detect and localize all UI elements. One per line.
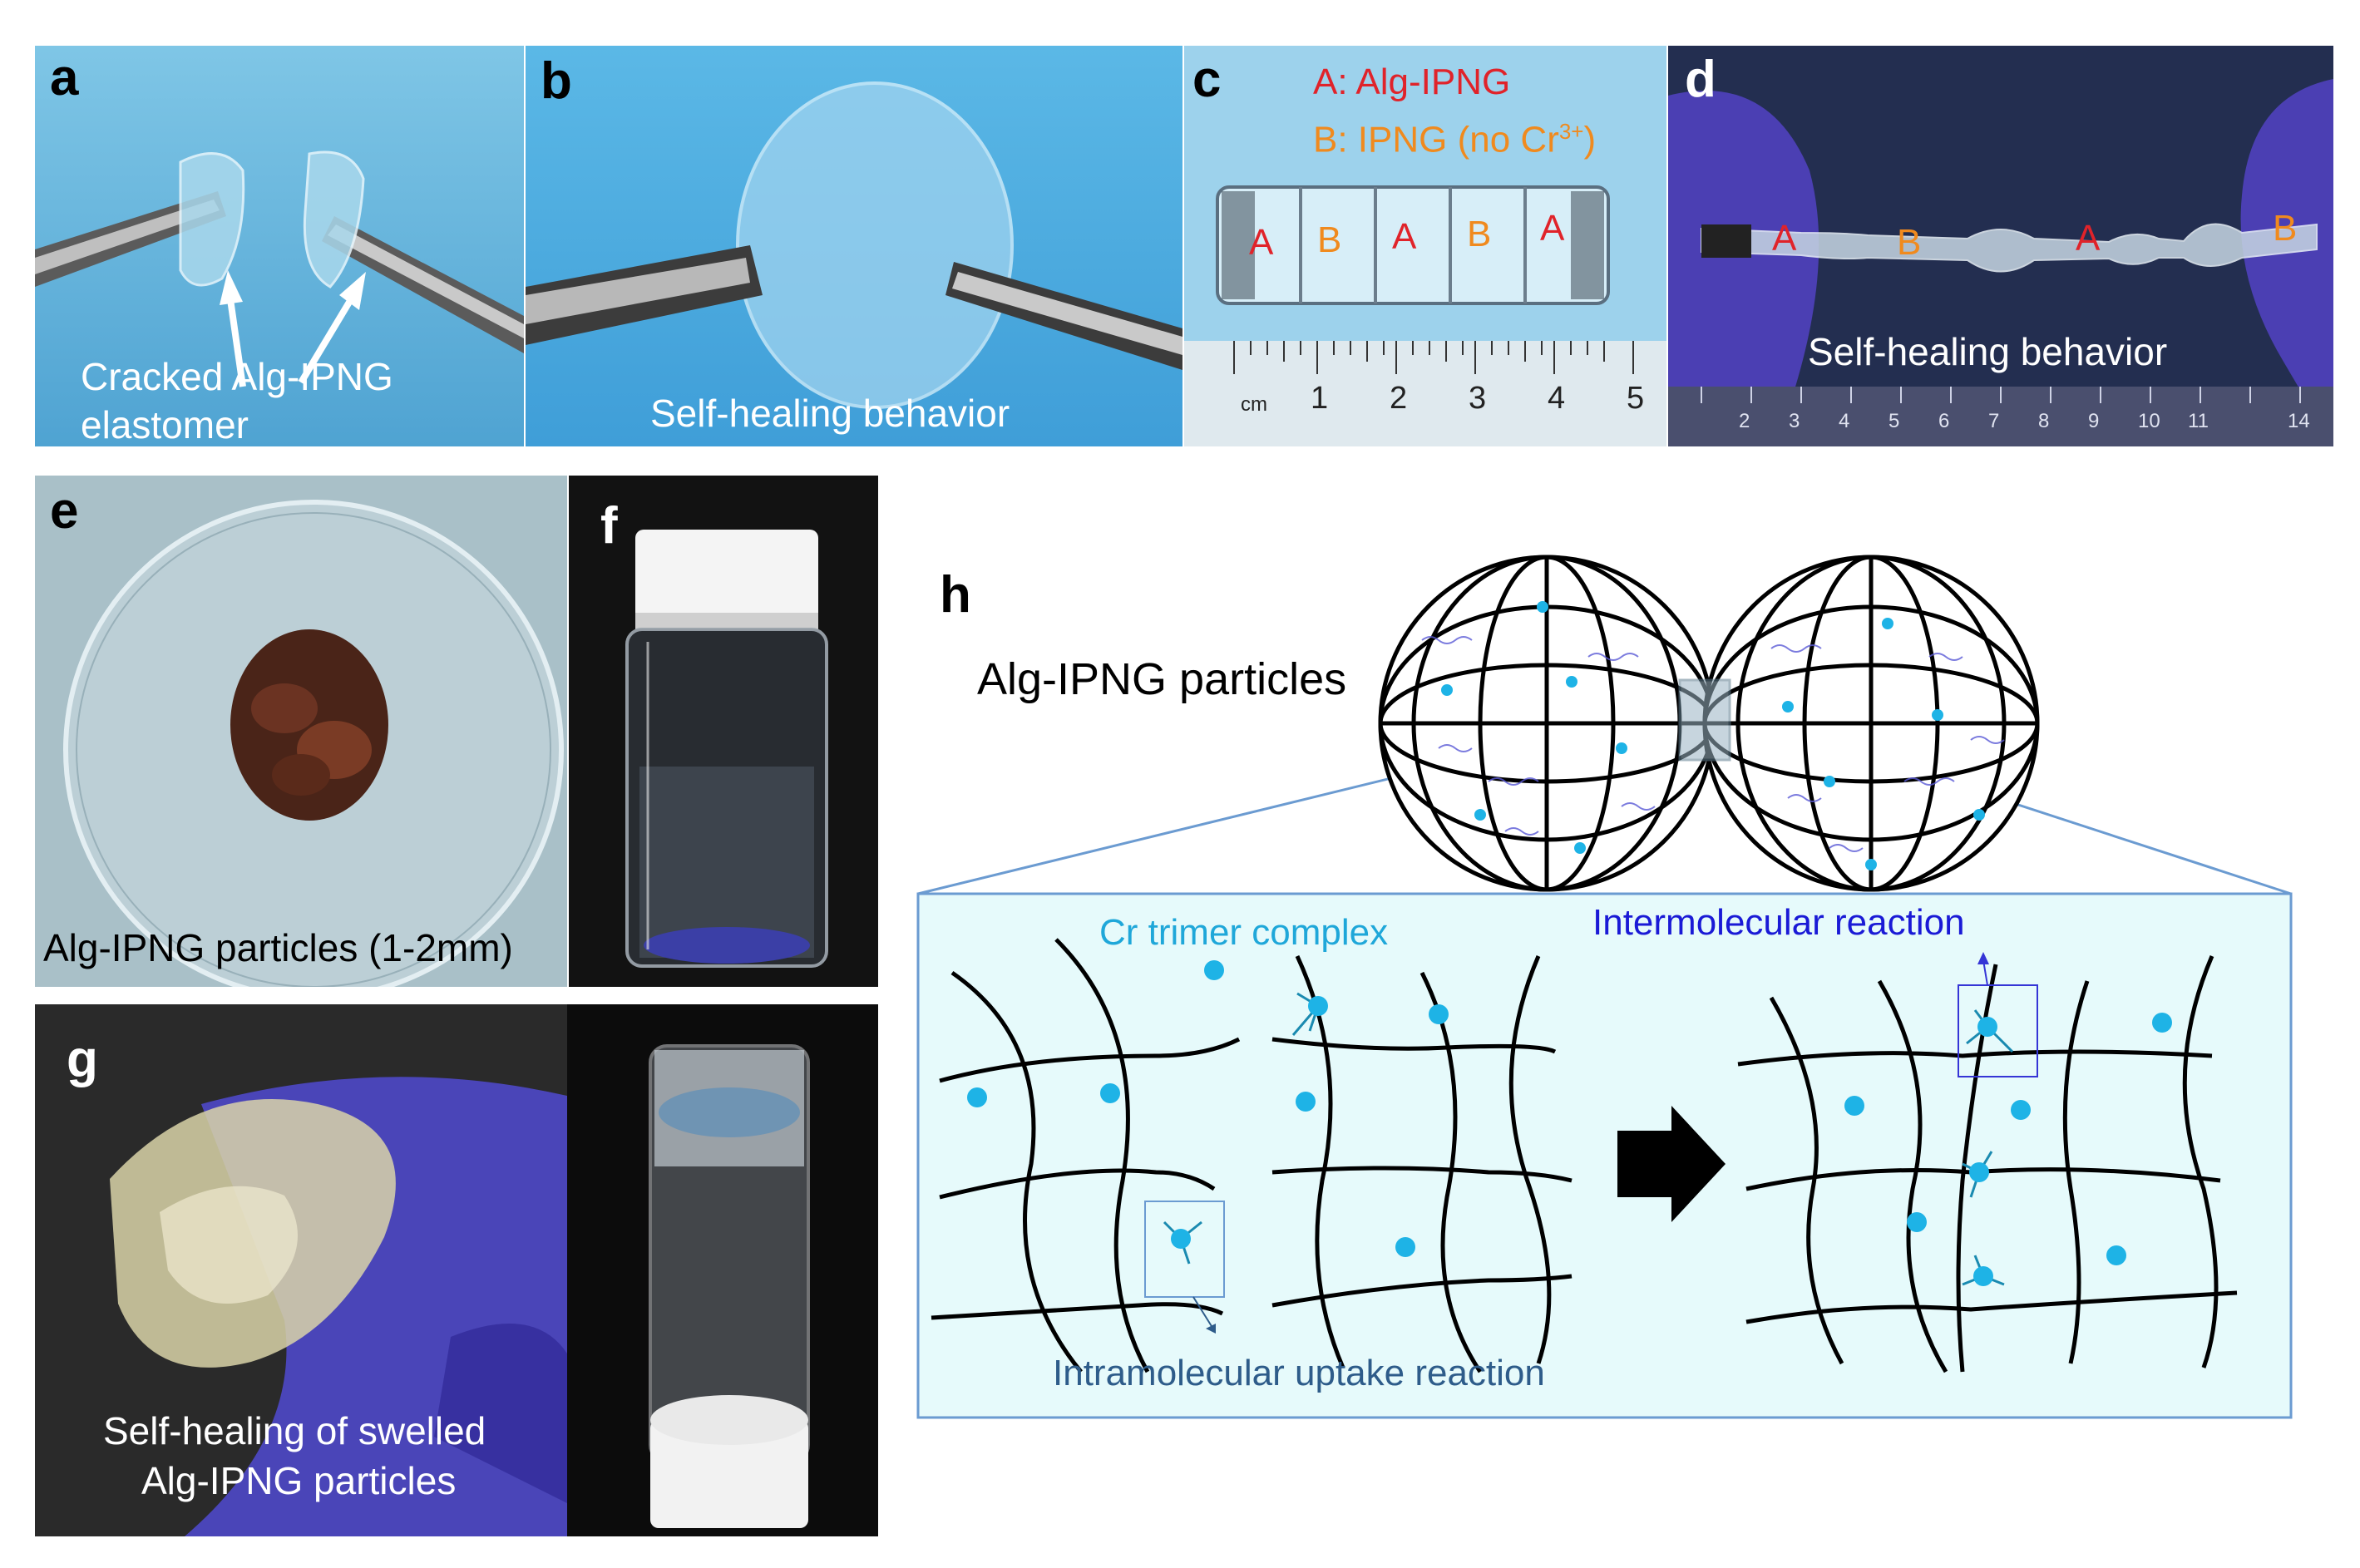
panel-d-ruler-tick: 10	[2138, 410, 2160, 432]
panel-a-photo	[35, 46, 524, 446]
network-left-b	[1271, 954, 1573, 1373]
panel-e: e Alg-IPNG particles (1-2mm)	[35, 476, 567, 987]
panel-d-ruler-tick: 14	[2288, 410, 2310, 432]
panel-d-ruler-tick: 2	[1739, 410, 1750, 432]
intramolecular-label: Intramolecular uptake reaction	[1053, 1353, 1545, 1393]
panel-c-legend-b-suffix: )	[1583, 119, 1597, 160]
panel-g-photo	[35, 1004, 878, 1536]
junction-highlight	[1678, 678, 1731, 762]
panel-a: a Cracked Alg-IPNG elastomer	[35, 46, 524, 446]
intra-pointer	[1192, 1296, 1215, 1331]
cr-ions-spheres	[1441, 601, 1985, 870]
panel-c-ruler-unit: cm	[1241, 393, 1267, 416]
panel-c-legend-b-sup: 3+	[1558, 119, 1584, 144]
panel-h-title: Alg-IPNG particles	[977, 654, 1347, 704]
panel-c-ruler-tick-4: 4	[1548, 381, 1566, 416]
panel-c-segment-b2: B	[1467, 214, 1492, 254]
panel-d-segment-a1: A	[1772, 218, 1797, 259]
panel-label-a: a	[50, 49, 79, 106]
cr-ions-right	[1844, 1013, 2172, 1286]
panel-label-c: c	[1192, 51, 1222, 108]
cr-trimer-label: Cr trimer complex	[1099, 912, 1389, 953]
panel-d-caption: Self-healing behavior	[1808, 330, 2168, 373]
transition-arrow	[1617, 1106, 1726, 1222]
panel-c-ruler-tick-2: 2	[1390, 381, 1408, 416]
panel-b: b Self-healing behavior	[526, 46, 1182, 446]
panel-label-f: f	[600, 497, 618, 555]
panel-b-caption: Self-healing behavior	[650, 392, 1010, 435]
inter-pointer-head	[1977, 952, 1989, 964]
panel-d-ruler-tick: 4	[1839, 410, 1850, 432]
intramolecular-box	[1144, 1201, 1225, 1298]
panel-c-segment-a1: A	[1249, 222, 1274, 263]
panel-d-segment-b1: B	[1897, 222, 1922, 263]
cr-ball-intra	[1171, 1229, 1191, 1249]
panel-d-ruler-tick: 7	[1988, 410, 2000, 432]
panel-d-ruler-tick: 8	[2038, 410, 2050, 432]
panel-c-photo	[1184, 46, 1666, 446]
panel-d-ruler-tick: 6	[1938, 410, 1950, 432]
panel-c-legend-a: A: Alg-IPNG	[1313, 62, 1511, 102]
panel-g: g Self-healing of swelled Alg-IPNG parti…	[35, 1004, 878, 1536]
panel-f: f	[569, 476, 878, 987]
panel-b-photo	[526, 46, 1182, 446]
panel-d-ruler-tick: 11	[2188, 410, 2209, 432]
panel-c-segment-b1: B	[1317, 219, 1342, 260]
panel-c-ruler-tick-3: 3	[1469, 381, 1487, 416]
panel-d-ruler-tick: 5	[1888, 410, 1900, 432]
intra-pointer-head	[1206, 1324, 1216, 1334]
particles-diagram	[916, 555, 2293, 1419]
cr-ball-left-b	[1308, 996, 1328, 1016]
panel-d-segment-a2: A	[2076, 218, 2101, 259]
sphere-right	[1702, 555, 2040, 892]
cr-ions-left	[967, 960, 1449, 1257]
polymer-chains	[1421, 636, 2005, 852]
panel-d-segment-b2: B	[2273, 208, 2298, 249]
panel-d-ruler-labels: 2 3 4 5 6 7 8 9 10 11 14	[1668, 412, 2333, 445]
panel-label-g: g	[67, 1031, 98, 1088]
panel-g-caption-line1: Self-healing of swelled	[103, 1409, 486, 1452]
panel-label-b: b	[541, 52, 572, 110]
panel-d-photo	[1668, 46, 2333, 446]
panel-d-ruler-tick: 3	[1789, 410, 1800, 432]
panel-g-caption-line2: Alg-IPNG particles	[141, 1459, 457, 1502]
zoom-box	[916, 892, 2293, 1419]
panel-label-d: d	[1685, 51, 1716, 108]
intermolecular-box	[1958, 984, 2038, 1077]
panel-c-ruler-tick-1: 1	[1311, 381, 1329, 416]
panel-f-photo	[569, 476, 878, 987]
panel-d: d A B A B Self-healing behavior 2 3 4 5 …	[1668, 46, 2333, 446]
panel-c-segment-a3: A	[1540, 208, 1565, 249]
panel-e-caption: Alg-IPNG particles (1-2mm)	[43, 926, 513, 969]
panel-c-legend-b: B: IPNG (no Cr3+)	[1313, 121, 1596, 159]
panel-d-ruler-tick: 9	[2088, 410, 2100, 432]
panel-c-segment-a2: A	[1392, 216, 1417, 257]
panel-c: c A: Alg-IPNG B: IPNG (no Cr3+) A B A B …	[1184, 46, 1666, 446]
panel-c-legend-b-prefix: B: IPNG (no Cr	[1313, 119, 1559, 160]
panel-e-photo	[35, 476, 567, 987]
panel-label-e: e	[50, 482, 79, 540]
network-left-a	[931, 938, 1241, 1373]
panel-a-caption-line1: Cracked Alg-IPNG	[81, 355, 393, 398]
panel-c-ruler-tick-5: 5	[1627, 381, 1645, 416]
panel-label-h: h	[940, 566, 971, 624]
panel-a-caption-line2: elastomer	[81, 403, 249, 446]
intermolecular-label: Intermolecular reaction	[1592, 902, 1965, 943]
panel-h: h Alg-IPNG particles	[906, 532, 2337, 1422]
